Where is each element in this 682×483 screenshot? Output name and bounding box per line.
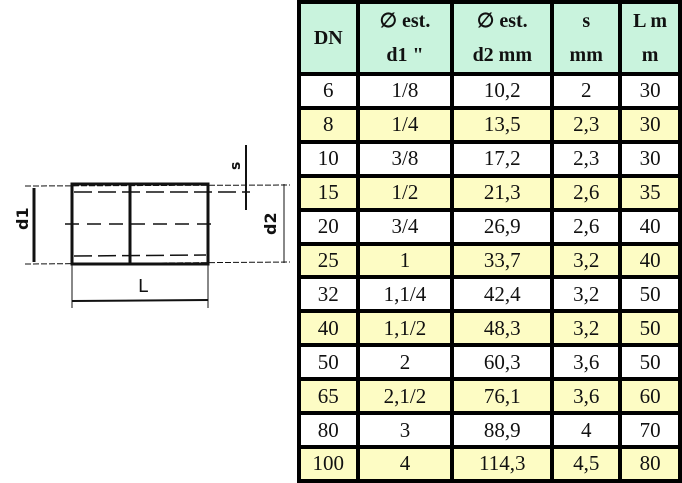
table-cell: 8	[297, 105, 360, 144]
header-text: ∅ est.	[476, 10, 528, 32]
table-cell: 60,3	[450, 343, 555, 382]
table-cell: 2,3	[550, 105, 623, 144]
table-cell: 3/8	[355, 139, 455, 178]
table-cell: 2,1/2	[355, 377, 455, 416]
header-text: s	[582, 10, 591, 32]
table-cell: 48,3	[450, 309, 555, 348]
header-text: L m	[633, 10, 668, 32]
table-cell: 50	[297, 343, 360, 382]
header-d1: ∅ est. d1 "	[355, 0, 455, 76]
table-cell: 1,1/4	[355, 275, 455, 314]
table-cell: 1/8	[355, 72, 455, 110]
table-cell: 13,5	[450, 105, 555, 144]
header-text: mm	[569, 44, 603, 66]
table-cell: 70	[618, 411, 682, 449]
table-cell: 32	[297, 275, 360, 314]
l-label: L	[138, 276, 148, 297]
table-cell: 3	[355, 411, 455, 449]
table-cell: 35	[618, 173, 682, 212]
table-cell: 26,9	[450, 207, 555, 246]
d2-label: d2	[261, 212, 280, 235]
table-cell: 100	[297, 444, 360, 483]
header-text: DN	[313, 27, 343, 49]
pipe-nipple-drawing: d1 d2 s L	[13, 145, 291, 308]
header-s: s mm	[550, 0, 623, 76]
table-cell: 4	[355, 444, 455, 483]
table-cell: 80	[297, 411, 360, 449]
d1-label: d1	[13, 207, 32, 230]
table-cell: 2,6	[550, 173, 623, 212]
header-dn: DN	[297, 0, 360, 76]
table-cell: 1,1/2	[355, 309, 455, 348]
table-cell: 6	[297, 72, 360, 110]
table-cell: 50	[618, 275, 682, 314]
table-cell: 3,6	[550, 377, 623, 416]
table-cell: 25	[297, 241, 360, 280]
header-d2: ∅ est. d2 mm	[450, 0, 555, 76]
table-cell: 40	[618, 207, 682, 246]
table-cell: 50	[618, 343, 682, 382]
table-cell: 114,3	[450, 444, 555, 483]
table-cell: 88,9	[450, 411, 555, 449]
table-cell: 50	[618, 309, 682, 348]
header-text: m	[641, 44, 659, 66]
table-cell: 40	[618, 241, 682, 280]
table-cell: 1	[355, 241, 455, 280]
s-label: s	[228, 162, 244, 170]
table-cell: 60	[618, 377, 682, 416]
table-cell: 2	[355, 343, 455, 382]
table-cell: 40	[297, 309, 360, 348]
table-cell: 3,6	[550, 343, 623, 382]
table-cell: 17,2	[450, 139, 555, 178]
header-text: ∅ est.	[379, 10, 431, 32]
table-cell: 30	[618, 105, 682, 144]
table-cell: 1/2	[355, 173, 455, 212]
table-cell: 76,1	[450, 377, 555, 416]
table-cell: 3,2	[550, 275, 623, 314]
header-l: L m m	[618, 0, 682, 76]
header-text: d1 "	[386, 44, 424, 66]
table-cell: 10	[297, 139, 360, 178]
table-cell: 2,6	[550, 207, 623, 246]
table-cell: 80	[618, 444, 682, 483]
table-cell: 33,7	[450, 241, 555, 280]
table-cell: 1/4	[355, 105, 455, 144]
table-cell: 30	[618, 72, 682, 110]
table-header-row: DN ∅ est. d1 " ∅ est. d2 mm s mm L m m	[297, 0, 682, 76]
table-cell: 30	[618, 139, 682, 178]
table-cell: 10,2	[450, 72, 555, 110]
table-cell: 15	[297, 173, 360, 212]
table-cell: 21,3	[450, 173, 555, 212]
table-cell: 4	[550, 411, 623, 449]
header-text: d2 mm	[472, 44, 533, 66]
table-cell: 4,5	[550, 444, 623, 483]
table-cell: 3,2	[550, 309, 623, 348]
table-cell: 65	[297, 377, 360, 416]
table-cell: 2	[550, 72, 623, 110]
table-cell: 3,2	[550, 241, 623, 280]
table-cell: 42,4	[450, 275, 555, 314]
table-cell: 20	[297, 207, 360, 246]
table-cell: 3/4	[355, 207, 455, 246]
table-cell: 2,3	[550, 139, 623, 178]
